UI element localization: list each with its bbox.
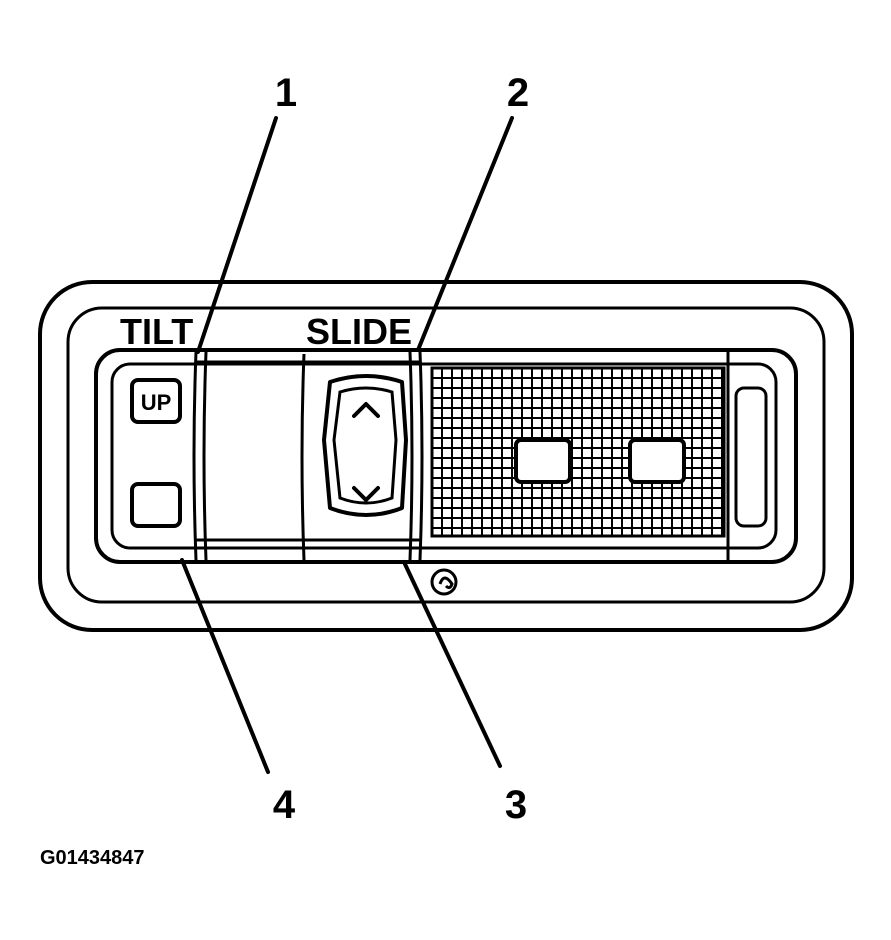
- console-housing: [94, 348, 798, 564]
- tilt-panel-separator: [192, 351, 198, 561]
- leader-line-1: [196, 116, 278, 354]
- tilt-panel-separator-2: [202, 351, 208, 561]
- slide-down-arrow-icon: [352, 486, 380, 502]
- slide-label: SLIDE: [306, 311, 412, 352]
- slide-panel-separator-2: [418, 351, 424, 561]
- tilt-label: TILT: [120, 311, 193, 352]
- slide-rocker-button[interactable]: [322, 374, 408, 517]
- slide-panel-separator: [408, 351, 414, 561]
- end-cap-slot: [734, 386, 768, 528]
- console-inner: [110, 362, 778, 550]
- tilt-down-button[interactable]: [130, 482, 182, 528]
- callout-2: 2: [507, 71, 529, 115]
- screw-icon: [430, 568, 458, 596]
- inner-bezel: [66, 306, 826, 604]
- right-lamp-switch[interactable]: [628, 438, 686, 484]
- middle-separator: [300, 353, 306, 561]
- callout-1: 1: [275, 71, 297, 115]
- callout-3: 3: [505, 783, 527, 827]
- callout-4: 4: [273, 783, 296, 827]
- figure-code: G01434847: [40, 847, 145, 869]
- leader-line-4: [180, 558, 270, 774]
- slide-up-arrow-icon: [352, 402, 380, 418]
- slide-rocker-inner: [332, 386, 398, 505]
- tilt-up-button-label: UP: [141, 390, 172, 415]
- leader-line-3: [402, 560, 502, 768]
- tilt-up-button[interactable]: [130, 378, 182, 424]
- leader-line-2: [416, 116, 514, 352]
- left-lamp-switch[interactable]: [514, 438, 572, 484]
